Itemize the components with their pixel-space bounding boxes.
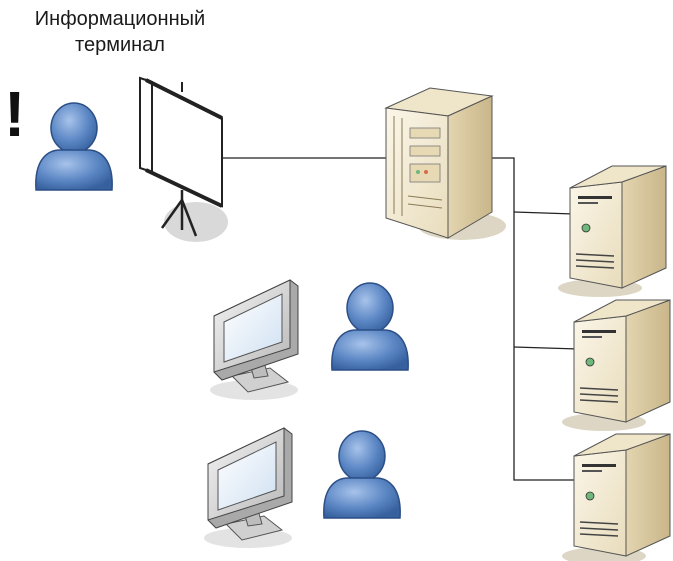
projector-screen-icon bbox=[139, 76, 228, 242]
server-icon-2 bbox=[561, 299, 671, 432]
workstation-user-icon-2 bbox=[323, 430, 401, 519]
monitor-icon-1 bbox=[209, 279, 299, 401]
connection-lines bbox=[220, 157, 579, 481]
server-icon-1 bbox=[557, 165, 667, 298]
terminal-label: Информационный терминал bbox=[10, 6, 230, 58]
workstation-user-icon-1 bbox=[331, 282, 409, 371]
server-icon-3 bbox=[561, 433, 671, 561]
tower-server-icon bbox=[384, 87, 506, 240]
terminal-user-icon bbox=[35, 102, 113, 191]
bus-to-server-2-line bbox=[513, 346, 579, 350]
monitor-icon-2 bbox=[203, 427, 293, 549]
terminal-label-line1: Информационный bbox=[34, 8, 206, 30]
bus-to-server-1-line bbox=[513, 211, 575, 215]
server-to-bus-line bbox=[484, 157, 576, 481]
alert-mark: ! bbox=[4, 78, 26, 150]
terminal-label-line2: терминал bbox=[75, 34, 165, 56]
